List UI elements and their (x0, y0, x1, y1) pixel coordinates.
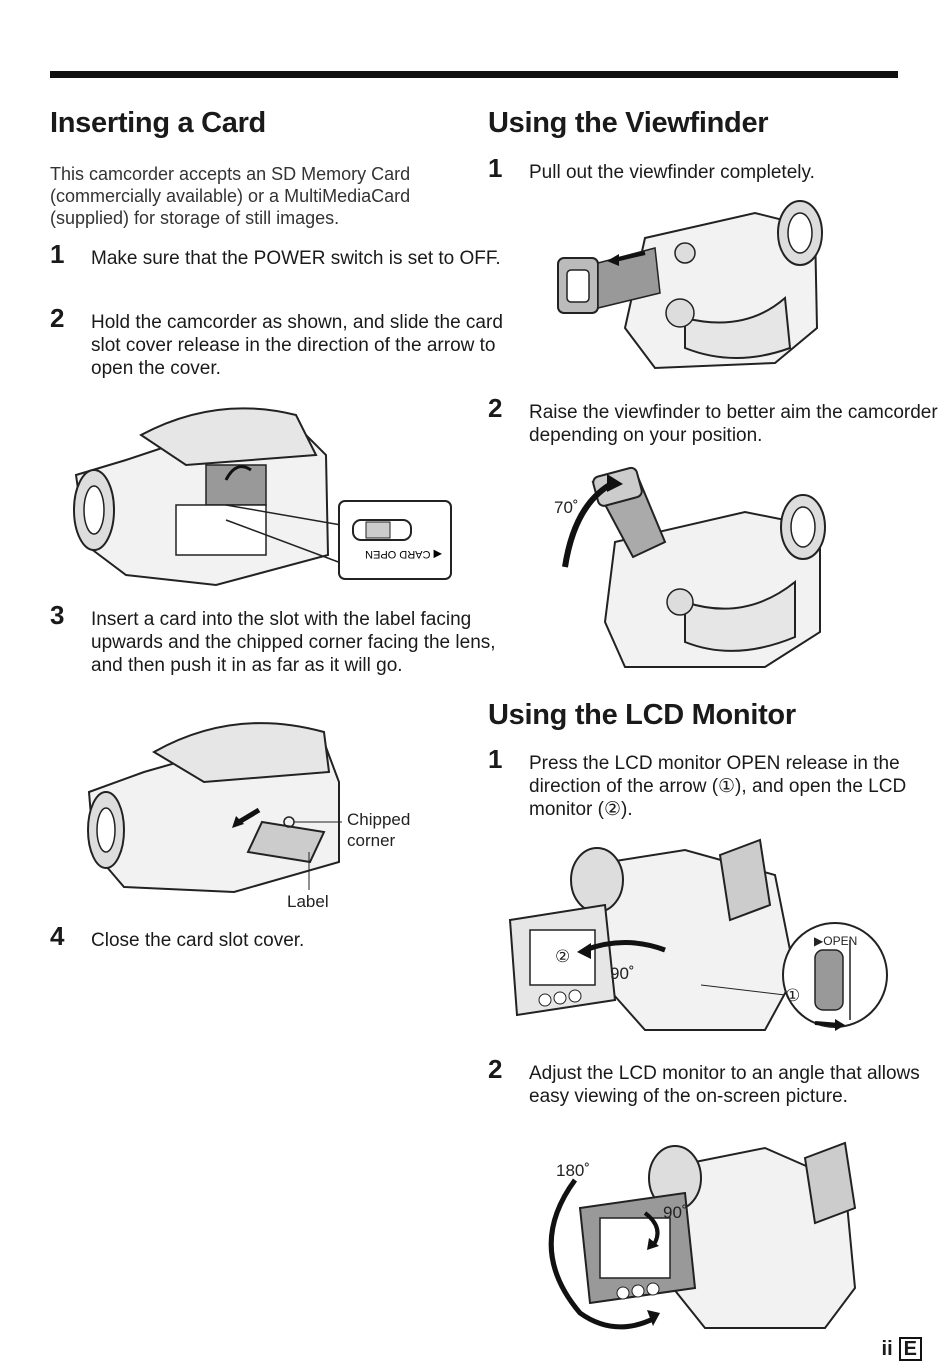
step-number: 2 (488, 393, 503, 423)
angle-180-label: 180˚ (556, 1161, 591, 1180)
step-text: Press the LCD monitor OPEN release in th… (529, 753, 907, 820)
viewfinder-pull-illustration (555, 198, 825, 373)
left-step-3: 3 Insert a card into the slot with the l… (50, 602, 506, 677)
lcd-step-2: 2 Adjust the LCD monitor to an angle tha… (488, 1056, 949, 1108)
caption-label: Label (287, 892, 329, 911)
camcorder-card-slot-illustration: ◀ CARD OPEN (66, 395, 458, 587)
section-title-viewfinder: Using the Viewfinder (488, 107, 769, 139)
step-number: 2 (50, 303, 65, 333)
camcorder-insert-card-illustration (84, 712, 344, 897)
card-open-label: ◀ CARD OPEN (365, 548, 442, 560)
lcd-title-wrap: Using the LCD Monitor (488, 697, 796, 733)
step-number: 4 (50, 921, 65, 951)
angle-90-label: 90˚ (610, 964, 635, 983)
circle-1-marker: ① (785, 986, 801, 1005)
viewfinder-raise-illustration (555, 462, 830, 672)
top-rule (50, 71, 898, 78)
left-column: Inserting a Card This camcorder accepts … (50, 105, 465, 229)
step-text: Insert a card into the slot with the lab… (91, 609, 496, 676)
caption-chipped: Chipped (347, 810, 411, 829)
step-number: 2 (488, 1054, 503, 1084)
step-number: 1 (488, 153, 503, 183)
language-badge: E (898, 1337, 922, 1361)
caption-corner: corner (347, 831, 396, 850)
right-column: Using the Viewfinder (488, 105, 908, 141)
section-title-lcd-monitor: Using the LCD Monitor (488, 699, 796, 731)
left-step-2: 2 Hold the camcorder as shown, and slide… (50, 305, 506, 380)
intro-text: This camcorder accepts an SD Memory Card… (50, 164, 411, 228)
step-text: Raise the viewfinder to better aim the c… (529, 402, 938, 446)
lcd-open-illustration (505, 835, 890, 1040)
step-number: 1 (50, 239, 65, 269)
circle-2-marker: ② (555, 947, 571, 966)
viewfinder-step-2: 2 Raise the viewfinder to better aim the… (488, 395, 949, 447)
step-number: 3 (50, 600, 65, 630)
lcd-adjust-illustration (535, 1138, 875, 1338)
angle-90-label-2: 90˚ (663, 1203, 688, 1222)
step-text: Adjust the LCD monitor to an angle that … (529, 1063, 920, 1107)
viewfinder-step-1: 1 Pull out the viewfinder completely. (488, 155, 949, 184)
section-title-inserting-card: Inserting a Card (50, 107, 266, 139)
left-step-1: 1 Make sure that the POWER switch is set… (50, 241, 506, 270)
step-text: Make sure that the POWER switch is set t… (91, 248, 501, 269)
lcd-step-1: 1 Press the LCD monitor OPEN release in … (488, 746, 949, 821)
step-text: Pull out the viewfinder completely. (529, 162, 815, 183)
step-text: Hold the camcorder as shown, and slide t… (91, 312, 503, 379)
angle-70-label: 70˚ (554, 498, 579, 517)
open-release-label: ▶OPEN (814, 934, 858, 948)
left-step-4: 4 Close the card slot cover. (50, 923, 506, 952)
step-text: Close the card slot cover. (91, 930, 305, 951)
step-number: 1 (488, 744, 503, 774)
page-number-text: ii (881, 1338, 893, 1360)
